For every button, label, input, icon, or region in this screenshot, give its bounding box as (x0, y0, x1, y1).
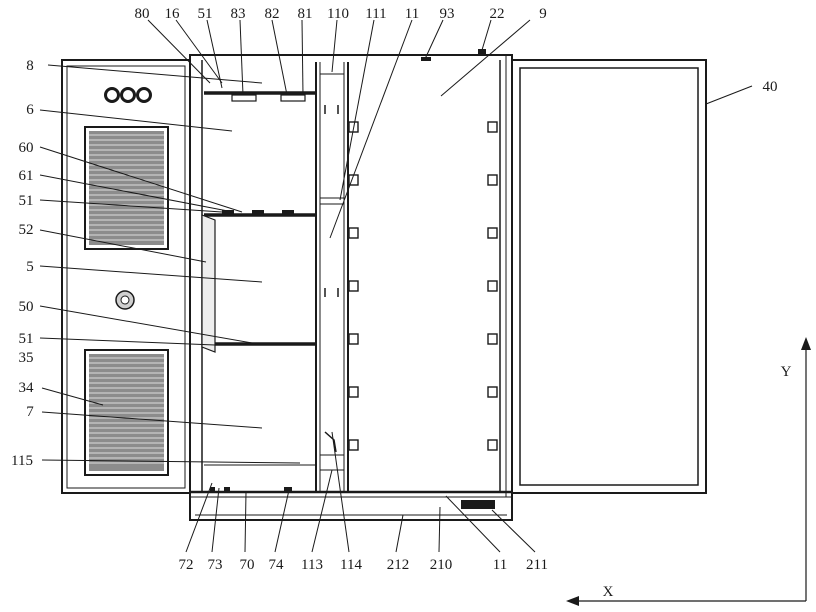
reference-numerals: 80 16 51 83 82 81 110 111 11 93 22 9 8 4… (11, 6, 777, 573)
label-93: 93 (440, 6, 455, 22)
label-72: 72 (179, 557, 194, 573)
label-113: 113 (301, 557, 323, 573)
label-80: 80 (135, 6, 150, 22)
label-111: 111 (365, 6, 386, 22)
label-212: 212 (387, 557, 410, 573)
label-34: 34 (19, 380, 35, 396)
leader-lines (39, 19, 753, 553)
label-110: 110 (327, 6, 349, 22)
hinge-brackets (348, 121, 498, 451)
three-buttons-icon (104, 87, 152, 103)
left-door-panel (61, 59, 191, 494)
label-9: 9 (539, 6, 547, 22)
side-panel-52 (201, 214, 216, 353)
label-51-low: 51 (19, 331, 34, 347)
label-61: 61 (19, 168, 34, 184)
label-81: 81 (298, 6, 313, 22)
label-115: 115 (11, 453, 33, 469)
label-50: 50 (19, 299, 34, 315)
label-51-mid: 51 (19, 193, 34, 209)
xy-axes: Y X (566, 337, 811, 606)
y-axis-label: Y (781, 364, 792, 380)
label-52: 52 (19, 222, 34, 238)
shelves (204, 91, 316, 491)
label-51-top: 51 (198, 6, 213, 22)
label-82: 82 (265, 6, 280, 22)
label-8: 8 (26, 58, 34, 74)
label-210: 210 (430, 557, 453, 573)
lock-knob-icon (115, 290, 135, 310)
label-73: 73 (208, 557, 223, 573)
label-211: 211 (526, 557, 548, 573)
label-22: 22 (490, 6, 505, 22)
upper-vent-grille (84, 126, 169, 250)
base-component-211 (461, 500, 495, 509)
top-fittings (421, 49, 486, 61)
label-40: 40 (763, 79, 778, 95)
label-11-top: 11 (405, 6, 419, 22)
label-83: 83 (231, 6, 246, 22)
label-16: 16 (165, 6, 181, 22)
label-6: 6 (26, 102, 34, 118)
label-7: 7 (26, 404, 34, 420)
label-70: 70 (240, 557, 255, 573)
lower-vent-grille (84, 349, 169, 476)
label-35: 35 (19, 350, 34, 366)
vertical-channel (315, 62, 349, 492)
label-114: 114 (340, 557, 362, 573)
label-5: 5 (26, 259, 34, 275)
right-door-panel (511, 59, 707, 494)
x-axis-label: X (603, 584, 614, 600)
label-74: 74 (269, 557, 285, 573)
label-60: 60 (19, 140, 34, 156)
label-11-bottom: 11 (493, 557, 507, 573)
